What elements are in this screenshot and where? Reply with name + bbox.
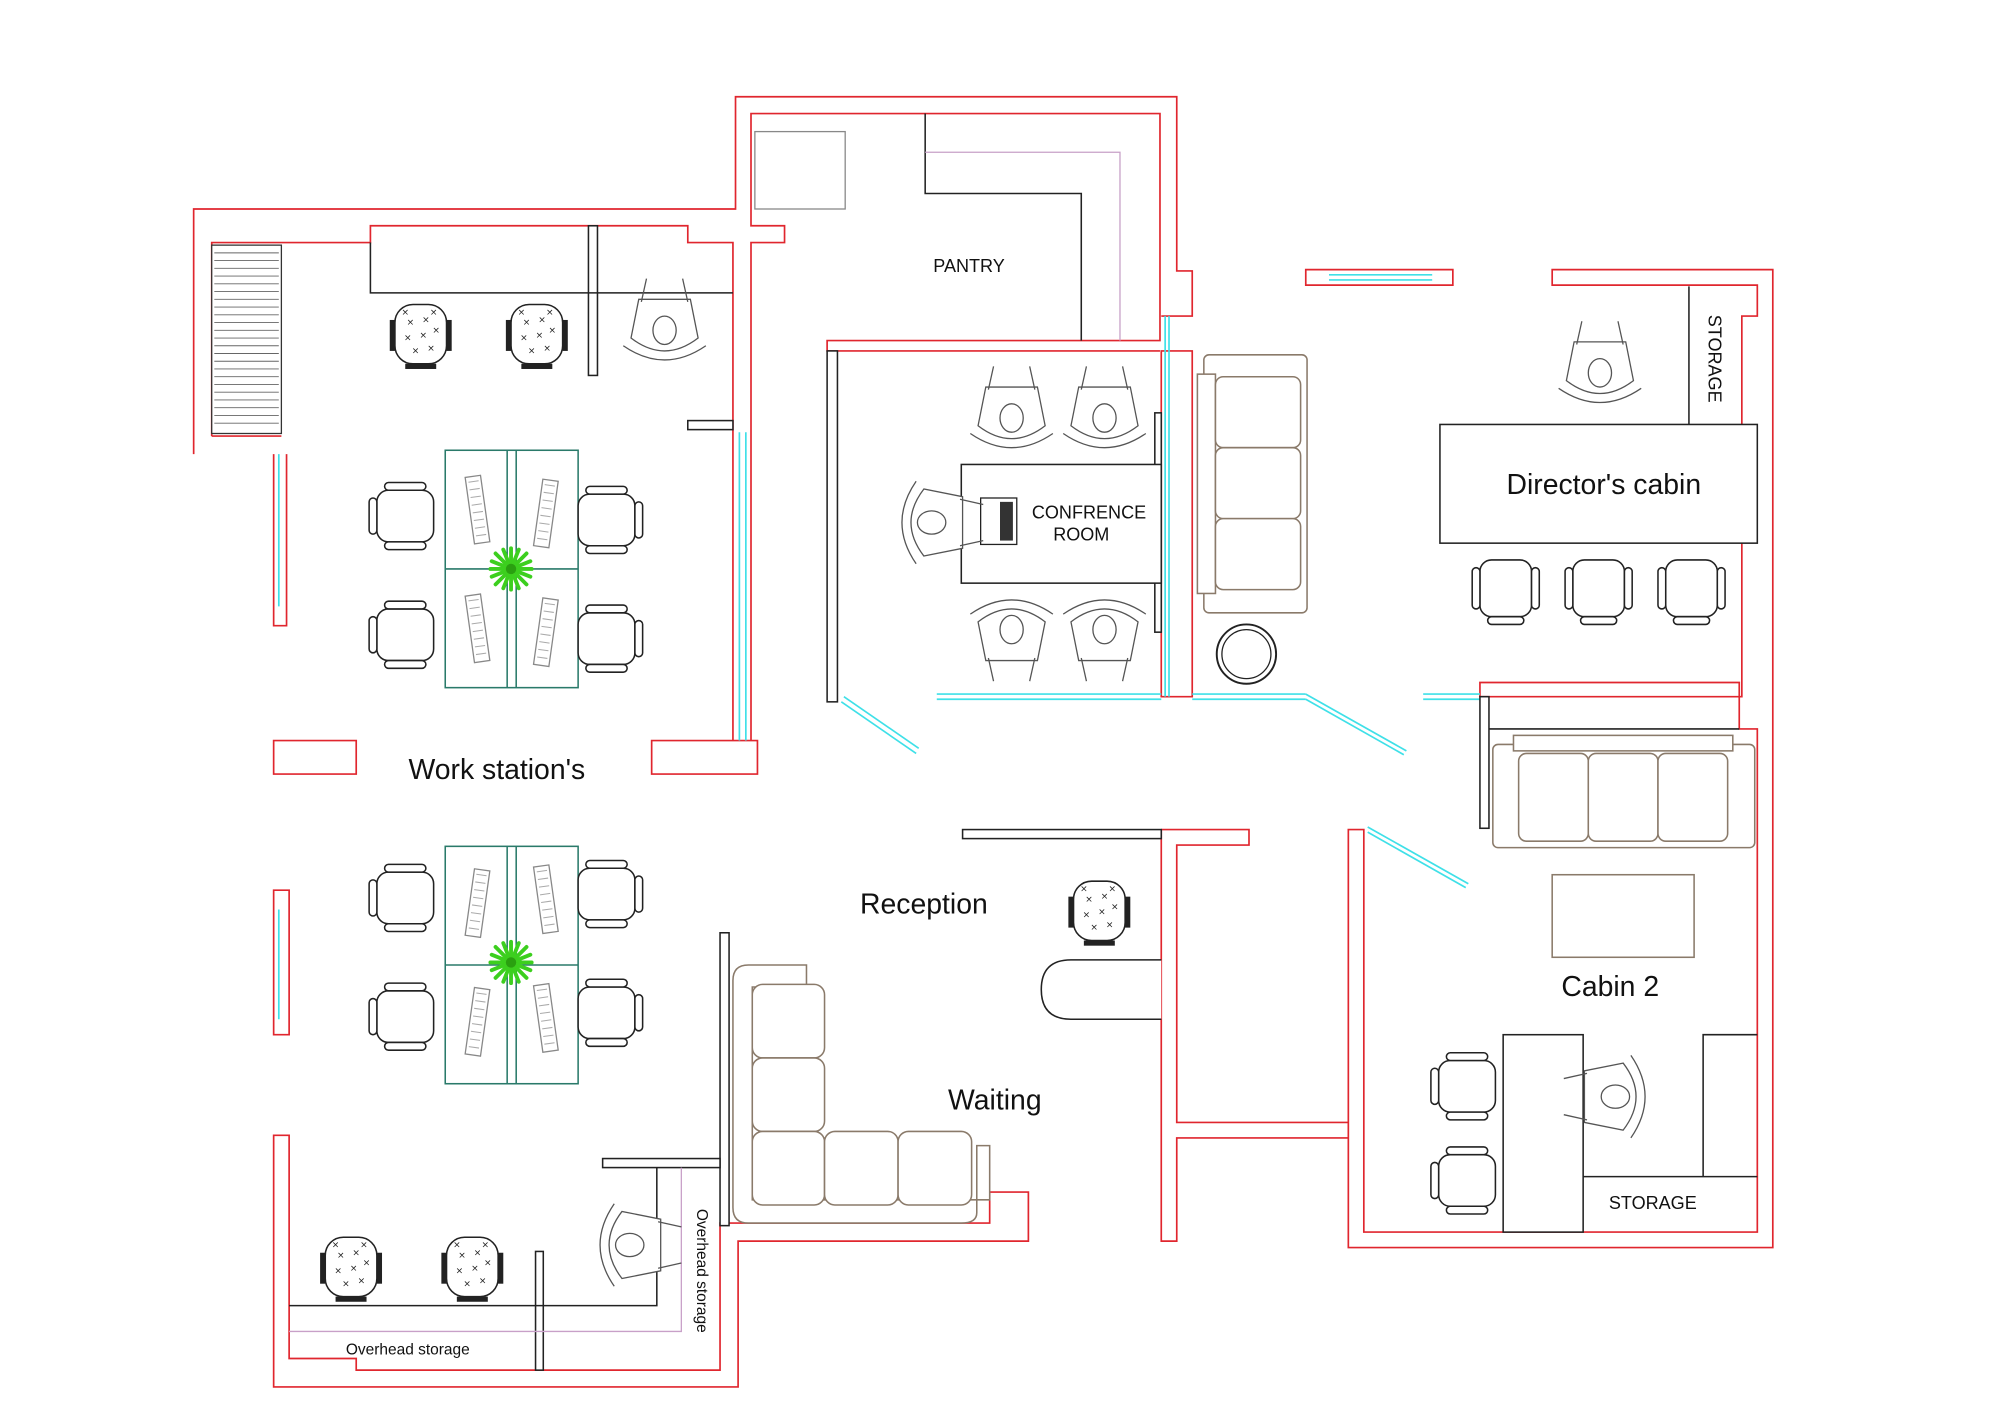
exterior-walls	[192, 95, 1774, 1388]
cabin-2-storage-label: STORAGE	[1609, 1193, 1697, 1213]
chair	[1564, 559, 1633, 626]
chair	[1430, 1146, 1497, 1215]
overhead-storage-vertical-label: Overhead storage	[693, 1209, 710, 1333]
person-icon	[622, 278, 707, 361]
directors-cabin: Director's cabin STORAGE	[1439, 286, 1759, 626]
chair	[440, 1236, 505, 1303]
conference-label-line2: ROOM	[1053, 525, 1109, 545]
reception: Reception	[860, 880, 1162, 1020]
waiting-area: Waiting	[732, 964, 1042, 1224]
workstations-label: Work station's	[408, 754, 585, 786]
chair	[1471, 559, 1541, 626]
chair	[577, 485, 644, 555]
chair	[388, 303, 453, 370]
chair	[1430, 1051, 1497, 1121]
overhead-storage-horizontal-label: Overhead storage	[346, 1342, 470, 1359]
chair	[577, 978, 644, 1048]
pantry-label: PANTRY	[933, 256, 1005, 276]
person-icon	[1557, 320, 1642, 404]
conference-label-line1: CONFRENCE	[1032, 503, 1146, 523]
pantry: PANTRY	[754, 113, 1121, 341]
chair	[368, 600, 435, 670]
chair	[1067, 880, 1132, 947]
cabin-2-label: Cabin 2	[1561, 971, 1659, 1003]
chair	[1657, 559, 1726, 626]
cabin-2: Cabin 2 STORAGE	[1430, 728, 1758, 1233]
chair	[319, 1236, 383, 1303]
glass-partitions	[277, 273, 1480, 1020]
workstation-cluster-2	[368, 845, 644, 1085]
lobby-sofa	[1196, 354, 1308, 685]
workstation-cluster-1	[368, 449, 644, 689]
round-table	[1215, 623, 1278, 685]
coffee-table	[1551, 873, 1695, 959]
plant-icon	[488, 546, 534, 592]
person-icon	[969, 599, 1054, 682]
reception-counter-top	[211, 242, 733, 435]
chair	[577, 859, 644, 929]
conference-room: CONFRENCE ROOM	[901, 365, 1163, 682]
waiting-label: Waiting	[948, 1085, 1042, 1117]
person-icon	[1062, 599, 1147, 682]
person-icon	[969, 365, 1054, 449]
person-icon	[1062, 365, 1147, 449]
chair	[368, 481, 435, 551]
chair	[368, 863, 435, 933]
person-icon	[599, 1203, 682, 1287]
chair	[505, 303, 569, 370]
radiator-grille	[211, 244, 283, 435]
chair	[577, 604, 644, 673]
reception-label: Reception	[860, 888, 988, 920]
directors-cabin-label: Director's cabin	[1506, 469, 1701, 501]
plant-icon	[488, 939, 534, 986]
chair	[368, 982, 435, 1051]
overhead-storage-area: Overhead storage Overhead storage	[289, 1167, 710, 1359]
directors-storage-label: STORAGE	[1704, 315, 1724, 403]
refrigerator	[754, 130, 846, 210]
